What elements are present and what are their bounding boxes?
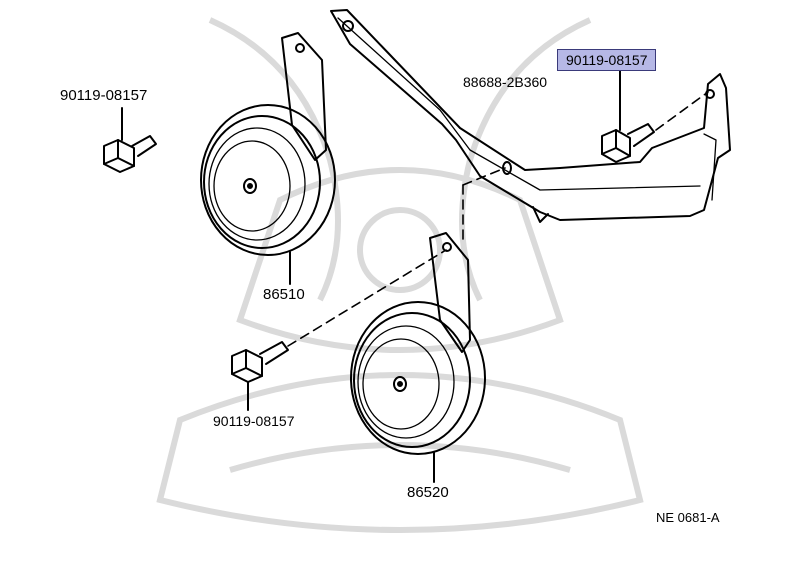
bracket-part-label[interactable]: 88688-2B360	[463, 74, 548, 90]
bolt-part-label-highlighted[interactable]: 90119-08157	[557, 49, 657, 71]
diagram-reference-code: NE 0681-A	[656, 510, 720, 525]
alignment-lines	[287, 91, 709, 347]
bolt-icon	[103, 107, 157, 173]
horn-icon	[200, 32, 336, 285]
horn-upper-part-label[interactable]: 86510	[263, 286, 305, 303]
bolt-icon	[601, 69, 655, 163]
horn-lower-part-label[interactable]: 86520	[407, 484, 449, 501]
watermark-emblem-icon	[156, 17, 644, 533]
horn-icon	[350, 232, 486, 483]
bolt-icon	[231, 341, 289, 411]
bolt-part-label-left[interactable]: 90119-08157	[60, 87, 148, 104]
bolt-part-label-bottom[interactable]: 90119-08157	[213, 413, 295, 429]
bracket-icon	[330, 9, 731, 223]
